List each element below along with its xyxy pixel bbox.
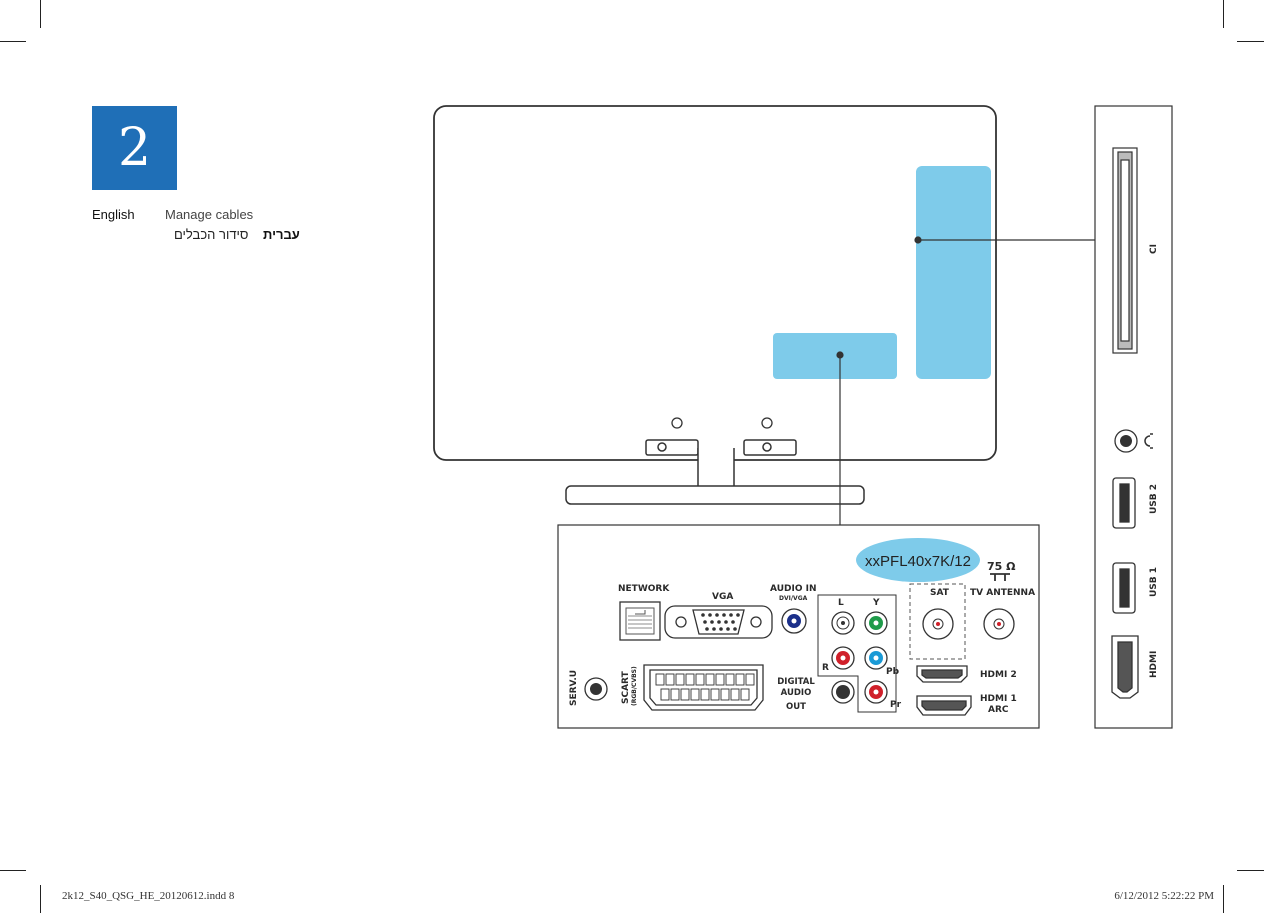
side-connector-highlight [916, 166, 991, 379]
scart-port [644, 665, 763, 710]
hdmi1-port [917, 696, 971, 715]
usb2-port [1113, 478, 1135, 528]
rear-connector-highlight [773, 333, 897, 379]
hdmi1-label: HDMI 1 [980, 694, 1017, 704]
tv-back-outline [434, 106, 996, 460]
audio-in-label: AUDIO IN [770, 584, 816, 594]
audio-l-label: L [838, 598, 844, 608]
component-pb-label: Pb [886, 667, 900, 677]
usb1-port [1113, 563, 1135, 613]
digital-audio-out-label-2: AUDIO [781, 688, 812, 698]
ohm-label: 75 Ω [987, 560, 1016, 573]
scart-sublabel: (RGB/CVBS) [631, 666, 638, 706]
tv-antenna-label: TV ANTENNA [970, 588, 1035, 598]
network-label: NETWORK [618, 584, 670, 594]
sat-label: SAT [930, 588, 950, 598]
audio-r-label: R [822, 663, 829, 673]
side-hdmi-label: HDMI [1149, 651, 1159, 678]
digital-audio-out-label-1: DIGITAL [777, 677, 815, 687]
digital-audio-out-label-3: OUT [786, 702, 806, 712]
vga-label: VGA [712, 592, 733, 602]
usb1-label: USB 1 [1149, 567, 1159, 597]
usb2-label: USB 2 [1149, 484, 1159, 514]
scart-label: SCART [621, 670, 631, 704]
serv-u-label: SERV.U [569, 670, 579, 706]
ci-slot [1113, 148, 1137, 353]
hdmi2-label: HDMI 2 [980, 670, 1017, 680]
component-y-label: Y [872, 598, 880, 608]
ci-label: CI [1149, 244, 1159, 254]
hdmi2-port [917, 666, 967, 682]
side-hdmi-port [1112, 636, 1138, 698]
component-pr-label: Pr [890, 700, 902, 710]
model-badge: xxPFL40x7K/12 [865, 553, 971, 570]
hdmi1-arc-label: ARC [988, 705, 1009, 715]
audio-in-sublabel: DVI/VGA [779, 595, 808, 602]
footer-timestamp: 6/12/2012 5:22:22 PM [1114, 890, 1214, 902]
footer-file-info: 2k12_S40_QSG_HE_20120612.indd 8 [62, 890, 234, 902]
